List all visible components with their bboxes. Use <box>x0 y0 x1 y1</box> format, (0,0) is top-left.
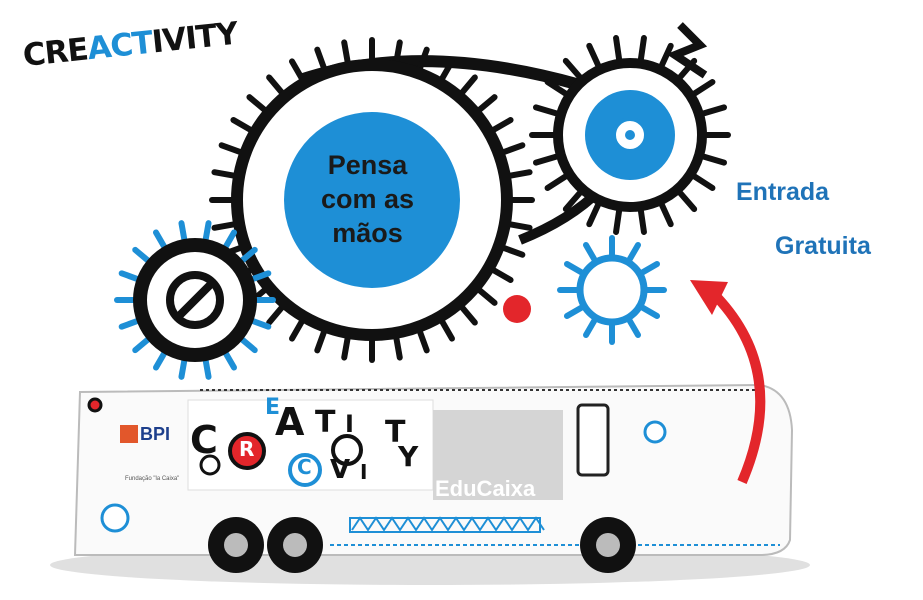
bus-letter: R <box>239 437 255 461</box>
bus-letter: T <box>385 415 406 450</box>
free-entry-line2: Gratuita <box>775 232 871 260</box>
blue-disc <box>284 112 460 288</box>
bus-window <box>433 410 563 500</box>
bus-letter: V <box>330 455 351 485</box>
bpi-logo: BPI <box>120 424 170 445</box>
red-dot <box>503 295 531 323</box>
slogan-line: com as <box>320 184 415 214</box>
slogan: Pensa com as mãos <box>300 148 435 250</box>
blue-outline-gear <box>557 235 667 345</box>
bus-letter: E <box>265 395 281 420</box>
large-gear <box>209 37 535 363</box>
small-left-gear <box>114 220 276 380</box>
slogan-line: mãos <box>332 218 403 248</box>
arrow-head <box>690 280 728 315</box>
bus-letter: A <box>275 400 305 444</box>
bus <box>50 383 810 585</box>
right-gear <box>529 34 731 236</box>
educaixa-logo: EduCaixa <box>435 476 536 501</box>
free-entry-line1: Entrada <box>736 178 830 206</box>
bus-letter: Y <box>398 440 419 473</box>
bus-wheels <box>208 517 636 573</box>
bus-letter: T <box>315 405 336 440</box>
lightning-icon <box>666 22 708 79</box>
slogan-line: Pensa <box>327 150 408 180</box>
bus-letter: C <box>190 418 218 462</box>
la-caixa-logo: Fundação "la Caixa" <box>125 476 180 482</box>
bus-letter: I <box>360 460 368 484</box>
bus-letter: I <box>345 410 354 438</box>
bus-letter: C <box>297 455 312 479</box>
arrow <box>708 288 766 484</box>
